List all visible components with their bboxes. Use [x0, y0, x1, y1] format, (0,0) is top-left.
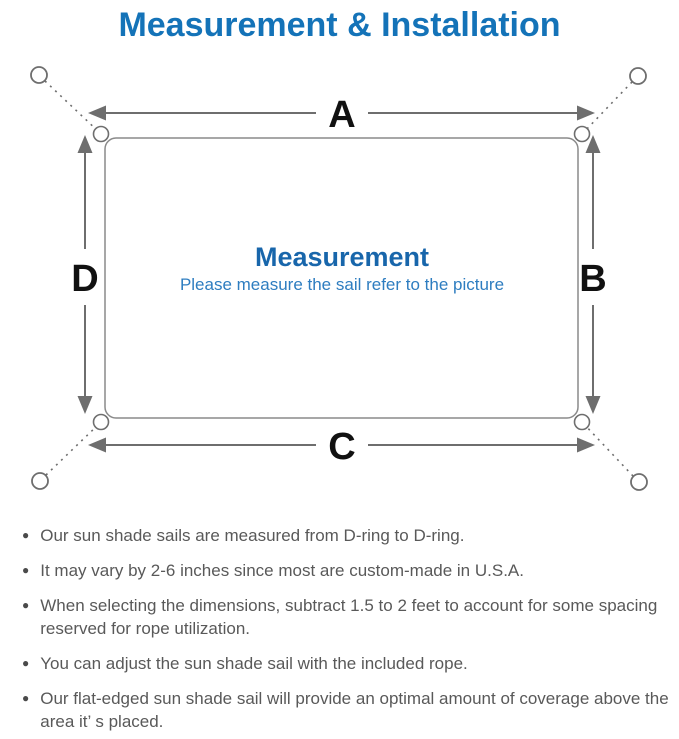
note-text: You can adjust the sun shade sail with t…: [40, 654, 468, 673]
dimension-label-a: A: [328, 94, 355, 136]
bullet-icon: ●: [22, 656, 30, 670]
arrow-right-icon: [577, 437, 595, 453]
d-rings: [92, 125, 591, 431]
note-text: When selecting the dimensions, subtract …: [40, 596, 658, 638]
note-text: Our sun shade sails are measured from D-…: [40, 526, 465, 545]
notes-list: ● Our sun shade sails are measured from …: [0, 524, 679, 733]
center-title: Measurement: [255, 242, 429, 272]
note-text: Our flat-edged sun shade sail will provi…: [40, 689, 669, 731]
note-text: It may vary by 2-6 inches since most are…: [40, 561, 524, 580]
anchor-ring-bottom-right-icon: [630, 473, 648, 491]
anchor-ring-top-right-icon: [629, 67, 647, 85]
bullet-icon: ●: [22, 691, 30, 705]
tether-lines: [44, 80, 634, 477]
dimension-label-c: C: [328, 426, 355, 468]
d-ring-bottom-right-icon: [573, 413, 591, 431]
anchor-ring-top-left-icon: [30, 66, 48, 84]
note-item: ● You can adjust the sun shade sail with…: [22, 652, 673, 675]
bullet-icon: ●: [22, 528, 30, 542]
page-title: Measurement & Installation: [118, 6, 561, 44]
arrow-down-icon: [585, 396, 601, 414]
center-subtitle: Please measure the sail refer to the pic…: [180, 275, 504, 294]
d-ring-top-left-icon: [92, 125, 110, 143]
arrow-down-icon: [77, 396, 93, 414]
d-ring-top-right-icon: [573, 125, 591, 143]
bullet-icon: ●: [22, 598, 30, 612]
anchor-ring-bottom-left-icon: [31, 472, 49, 490]
note-item: ● It may vary by 2-6 inches since most a…: [22, 559, 673, 582]
dimension-label-b: B: [579, 258, 606, 300]
bullet-icon: ●: [22, 563, 30, 577]
arrow-up-icon: [77, 135, 93, 153]
dashed-tether-bottom-left: [45, 422, 101, 476]
note-item: ● Our sun shade sails are measured from …: [22, 524, 673, 547]
sail-outline: [104, 137, 579, 419]
sail-measurement-diagram: A C D B Measurement Please measure the s…: [30, 66, 648, 491]
dimension-label-d: D: [71, 258, 98, 300]
arrow-up-icon: [585, 135, 601, 153]
note-item: ● When selecting the dimensions, subtrac…: [22, 594, 673, 640]
note-item: ● Our flat-edged sun shade sail will pro…: [22, 687, 673, 733]
dashed-tether-top-right: [582, 81, 633, 134]
dashed-tether-bottom-right: [582, 422, 634, 477]
dashed-tether-top-left: [44, 80, 101, 134]
arrow-left-icon: [88, 437, 106, 453]
arrow-left-icon: [88, 105, 106, 121]
arrow-right-icon: [577, 105, 595, 121]
anchor-rings: [30, 66, 648, 491]
d-ring-bottom-left-icon: [92, 413, 110, 431]
